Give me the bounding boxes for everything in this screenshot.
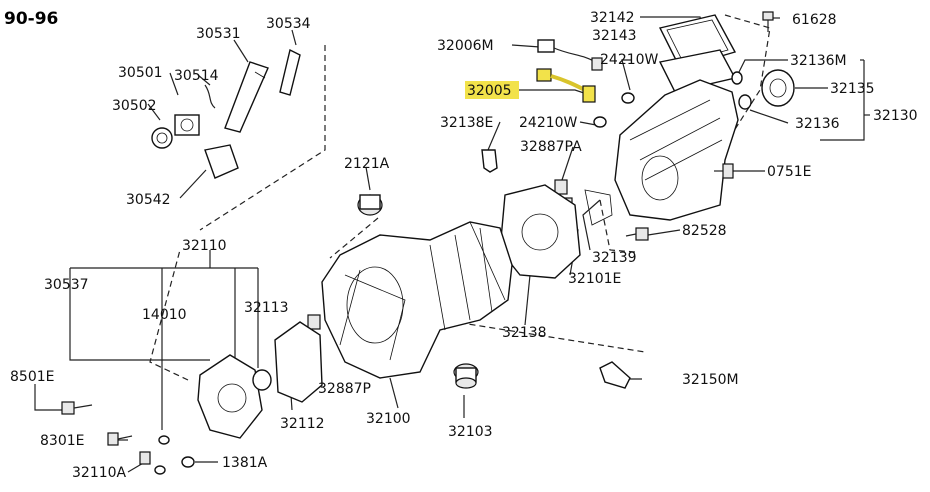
dashed-outlines <box>149 14 771 381</box>
label-32110: 32110 <box>182 238 227 254</box>
label-30501: 30501 <box>118 65 163 81</box>
part-32150M-bracket <box>599 361 631 389</box>
label-32110A: 32110A <box>72 465 127 481</box>
label-14010: 14010 <box>142 307 187 323</box>
label-30534: 30534 <box>266 16 311 32</box>
part-32135-bearing <box>761 69 795 107</box>
label-8301E: 8301E <box>40 433 84 449</box>
label-32142: 32142 <box>590 10 635 26</box>
part-32100-transmission-case <box>321 221 513 379</box>
part-24210W-clips <box>593 92 635 128</box>
label-32887P: 32887P <box>318 381 371 397</box>
label-32139: 32139 <box>592 250 637 266</box>
label-30502: 30502 <box>112 98 157 114</box>
part-30502-bearing <box>151 127 173 149</box>
part-30542-slave-cylinder <box>204 144 239 179</box>
part-0751E-bolt <box>714 163 734 179</box>
part-32005-speed-sensor <box>536 68 596 103</box>
part-32136-seals <box>731 71 752 110</box>
part-30531-release-fork <box>224 61 269 133</box>
label-32138E: 32138E <box>440 115 493 131</box>
label-32006M: 32006M <box>437 38 494 54</box>
label-32150M: 32150M <box>682 372 739 388</box>
part-30514-clip <box>204 84 216 109</box>
part-32138E-breather <box>481 149 498 173</box>
label-32100: 32100 <box>366 411 411 427</box>
label-32143: 32143 <box>592 28 637 44</box>
label-32135: 32135 <box>830 81 875 97</box>
label-82528: 82528 <box>682 223 727 239</box>
part-32103-mount <box>453 363 479 389</box>
label-32005: 32005 <box>467 83 512 99</box>
part-32887P-pin <box>307 314 321 330</box>
label-61628: 61628 <box>792 12 837 28</box>
label-30537: 30537 <box>44 277 89 293</box>
label-32112: 32112 <box>280 416 325 432</box>
label-1381A: 1381A <box>222 455 268 471</box>
label-8501E: 8501E <box>10 369 54 385</box>
label-32136M: 32136M <box>790 53 847 69</box>
part-61628-bolt <box>762 11 774 32</box>
part-32006M-connector <box>537 39 603 71</box>
part-32110-front-cover <box>197 354 272 439</box>
part-32112-gasket <box>274 321 323 403</box>
label-32130: 32130 <box>873 108 918 124</box>
label-0751E: 0751E <box>767 164 811 180</box>
label-32138: 32138 <box>502 325 547 341</box>
label-32101E: 32101E <box>568 271 621 287</box>
label-32103: 32103 <box>448 424 493 440</box>
part-32130-extension-housing <box>614 79 739 221</box>
part-2121A-mount <box>357 194 383 216</box>
highlight-32005 <box>465 81 519 99</box>
label-2121A: 2121A <box>344 156 390 172</box>
part-30534-spring <box>279 48 301 96</box>
diagram-title: 90-96 <box>4 9 58 29</box>
part-30501-release-bearing <box>174 114 200 136</box>
part-fasteners-left <box>61 401 195 475</box>
label-30531: 30531 <box>196 26 241 42</box>
leader-lines <box>34 16 870 473</box>
label-30514: 30514 <box>174 68 219 84</box>
part-82528-bolt <box>625 227 649 241</box>
label-24210W-upper: 24210W <box>600 52 659 68</box>
label-24210W-lower: 24210W <box>519 115 578 131</box>
part-labels: 32142 61628 32143 32136M 32006M 24210W 3… <box>10 10 918 481</box>
label-32887PA: 32887PA <box>520 139 582 155</box>
label-32136: 32136 <box>795 116 840 132</box>
label-32113: 32113 <box>244 300 289 316</box>
label-30542: 30542 <box>126 192 171 208</box>
